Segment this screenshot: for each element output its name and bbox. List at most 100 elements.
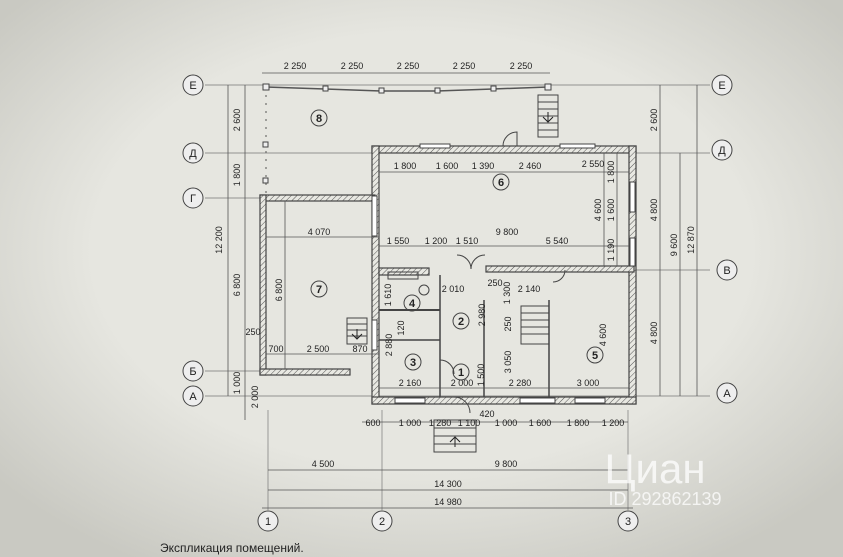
svg-text:1 390: 1 390 <box>472 161 495 171</box>
axis-row-g-left: Г <box>182 187 204 209</box>
svg-text:Д: Д <box>718 145 726 157</box>
room-label-4: 4 <box>403 294 421 312</box>
svg-text:1: 1 <box>458 367 464 379</box>
svg-text:3: 3 <box>410 357 416 369</box>
svg-text:1 000: 1 000 <box>495 418 518 428</box>
axis-row-b-left: Б <box>182 360 204 382</box>
svg-text:2 140: 2 140 <box>518 284 541 294</box>
svg-text:120: 120 <box>396 320 406 335</box>
svg-text:2 000: 2 000 <box>250 386 260 409</box>
inner-dimension-lines <box>266 153 629 423</box>
svg-text:Циан: Циан <box>604 445 705 492</box>
dimension-rails <box>227 72 698 509</box>
svg-text:12 870: 12 870 <box>686 226 696 254</box>
svg-text:4 500: 4 500 <box>312 459 335 469</box>
bottom-dimensions: 4 500 9 800 14 300 14 980 <box>312 459 518 507</box>
room-labels: 8 6 7 4 2 3 1 5 <box>310 109 604 381</box>
room-label-2: 2 <box>452 312 470 330</box>
svg-text:5: 5 <box>592 350 598 362</box>
svg-text:2 250: 2 250 <box>341 61 364 71</box>
svg-text:1 200: 1 200 <box>602 418 625 428</box>
svg-text:870: 870 <box>352 344 367 354</box>
svg-text:1 800: 1 800 <box>606 161 616 184</box>
svg-text:1 550: 1 550 <box>387 236 410 246</box>
axis-row-a-left: А <box>182 385 204 407</box>
svg-text:9 800: 9 800 <box>496 227 519 237</box>
svg-text:Е: Е <box>189 80 196 92</box>
svg-text:8: 8 <box>316 113 322 125</box>
room-label-8: 8 <box>310 109 328 127</box>
terrace-outline <box>262 83 559 196</box>
svg-text:А: А <box>189 391 197 403</box>
svg-text:1 300: 1 300 <box>502 282 512 305</box>
svg-text:Е: Е <box>718 80 725 92</box>
right-dimensions: 2 600 4 800 9 600 12 870 4 800 <box>649 109 696 345</box>
room-label-3: 3 <box>404 353 422 371</box>
svg-text:1 100: 1 100 <box>458 418 481 428</box>
svg-text:6: 6 <box>498 177 504 189</box>
svg-text:14 300: 14 300 <box>434 479 462 489</box>
axis-row-e-right: Е <box>711 74 733 96</box>
svg-text:2 280: 2 280 <box>509 378 532 388</box>
room-label-5: 5 <box>586 346 604 364</box>
axis-row-v-right: В <box>716 259 738 281</box>
svg-text:Д: Д <box>189 148 197 160</box>
axis-row-a-right: А <box>716 382 738 404</box>
svg-text:2 550: 2 550 <box>582 159 605 169</box>
svg-text:1 190: 1 190 <box>606 239 616 262</box>
svg-text:420: 420 <box>479 409 494 419</box>
svg-text:1 800: 1 800 <box>394 161 417 171</box>
svg-text:250: 250 <box>245 327 260 337</box>
svg-text:2 460: 2 460 <box>519 161 542 171</box>
svg-text:1 600: 1 600 <box>529 418 552 428</box>
svg-text:1 510: 1 510 <box>456 236 479 246</box>
svg-text:4: 4 <box>409 298 416 310</box>
svg-text:700: 700 <box>268 344 283 354</box>
svg-text:5 540: 5 540 <box>546 236 569 246</box>
svg-text:1 610: 1 610 <box>383 284 393 307</box>
svg-text:4 800: 4 800 <box>649 199 659 222</box>
svg-text:7: 7 <box>316 284 322 296</box>
svg-text:3 050: 3 050 <box>503 351 513 374</box>
axis-markers: Е Д Г Б А Е Д В А 1 2 3 <box>182 74 738 532</box>
svg-text:1 800: 1 800 <box>567 418 590 428</box>
svg-text:2 160: 2 160 <box>399 378 422 388</box>
svg-text:9 800: 9 800 <box>495 459 518 469</box>
svg-text:2 250: 2 250 <box>453 61 476 71</box>
svg-text:1 600: 1 600 <box>436 161 459 171</box>
room-label-6: 6 <box>492 173 510 191</box>
svg-text:1 000: 1 000 <box>399 418 422 428</box>
svg-text:Б: Б <box>189 366 196 378</box>
svg-text:14 980: 14 980 <box>434 497 462 507</box>
svg-text:2 010: 2 010 <box>442 284 465 294</box>
svg-text:1 280: 1 280 <box>429 418 452 428</box>
svg-text:1: 1 <box>265 516 271 528</box>
caption: Экспликация помещений. <box>160 541 304 555</box>
svg-text:А: А <box>723 388 731 400</box>
svg-text:1 200: 1 200 <box>425 236 448 246</box>
svg-text:3: 3 <box>625 516 631 528</box>
svg-text:2 500: 2 500 <box>307 344 330 354</box>
svg-text:6 800: 6 800 <box>274 279 284 302</box>
axis-col-3: 3 <box>617 510 639 532</box>
svg-text:1 000: 1 000 <box>232 372 242 395</box>
svg-text:1 800: 1 800 <box>232 164 242 187</box>
svg-text:4 600: 4 600 <box>593 199 603 222</box>
svg-text:4 600: 4 600 <box>598 324 608 347</box>
watermark: Циан ID 292862139 <box>604 445 721 509</box>
svg-text:2 600: 2 600 <box>649 109 659 132</box>
svg-text:250: 250 <box>503 316 513 331</box>
svg-text:2 000: 2 000 <box>451 378 474 388</box>
svg-text:2 250: 2 250 <box>284 61 307 71</box>
house-walls <box>259 131 637 453</box>
inner-dimensions: 1 800 1 600 1 390 2 460 2 550 1 800 4 60… <box>245 159 624 428</box>
svg-text:2 250: 2 250 <box>397 61 420 71</box>
svg-text:600: 600 <box>365 418 380 428</box>
svg-text:250: 250 <box>487 278 502 288</box>
axis-col-1: 1 <box>257 510 279 532</box>
svg-text:2: 2 <box>458 316 464 328</box>
top-dimensions: 2 250 2 250 2 250 2 250 2 250 <box>284 61 533 71</box>
svg-text:1 500: 1 500 <box>476 364 486 387</box>
